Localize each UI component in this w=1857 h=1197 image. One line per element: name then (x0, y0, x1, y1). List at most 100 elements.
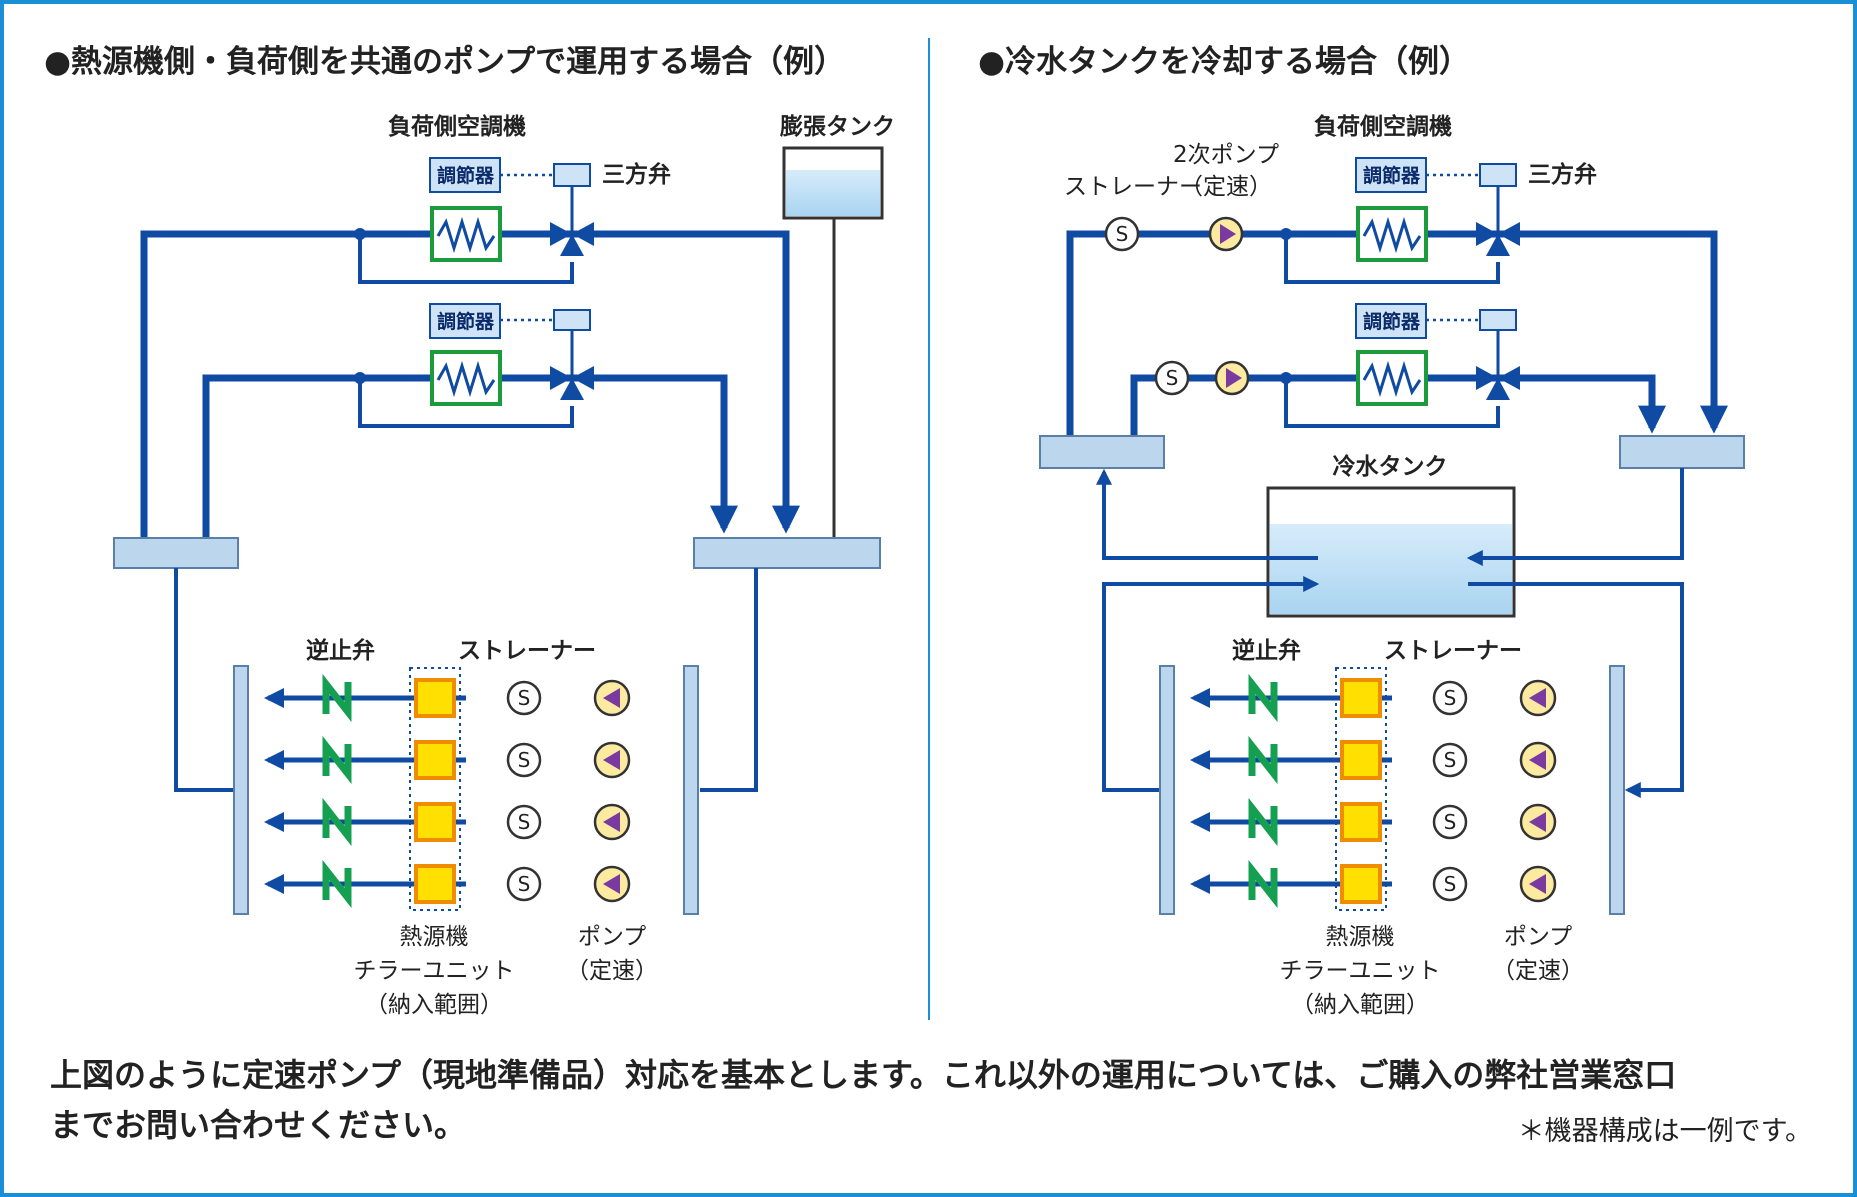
left-coil-lower (430, 350, 502, 406)
chiller-unit (414, 678, 456, 718)
right-coil-lower (1356, 350, 1428, 406)
right-delivery-scope-outline (1335, 667, 1387, 911)
right-three-way-valve-upper (1476, 163, 1520, 256)
svg-text:S: S (518, 810, 531, 834)
pump-icon (1519, 741, 1557, 779)
right-secondary-pump-line1: 2次ポンプ (1173, 142, 1279, 168)
left-manifold-inlet (683, 665, 699, 915)
right-return-pipe-upper (1518, 230, 1728, 434)
right-panel: ●冷水タンクを冷却する場合（例） 負荷側空調機 2次ポンプ （定速） ストレーナ… (978, 44, 1745, 1018)
chiller-unit (1340, 740, 1382, 780)
pump-icon (1519, 803, 1557, 841)
svg-text:S: S (518, 872, 531, 896)
right-junction-upper (1280, 228, 1292, 240)
svg-text:S: S (1444, 872, 1457, 896)
right-secondary-pump-lower (1214, 360, 1250, 396)
pump-icon (593, 865, 631, 903)
right-controller-upper (1355, 157, 1427, 193)
right-header-return (1619, 435, 1745, 469)
left-check-valve-label: 逆止弁 (306, 637, 375, 664)
left-controller-upper-label: 調節器 (437, 164, 495, 187)
right-heat-source-line2: チラーユニット (1280, 958, 1441, 984)
left-heat-source-line1: 熱源機 (400, 924, 469, 950)
left-return-pipe-upper (590, 230, 800, 534)
right-tank-to-supply-header (1096, 468, 1318, 560)
pump-icon (593, 741, 631, 779)
left-pump-line2: （定速） (566, 958, 658, 984)
left-chiller-row-1: S (264, 673, 631, 723)
left-expansion-tank-label: 膨張タンク (779, 114, 895, 140)
right-strainer-label: ストレーナー (1384, 638, 1522, 664)
left-three-way-valve-lower (550, 309, 594, 400)
cold-water-tank (1266, 486, 1516, 618)
chiller-unit (1340, 802, 1382, 842)
left-manifold-to-header (700, 568, 758, 792)
right-heat-source-line3: （納入範囲） (1291, 992, 1429, 1018)
left-controller-lower-label: 調節器 (437, 310, 495, 333)
strainer-icon: S (506, 742, 542, 778)
pump-icon (1519, 679, 1557, 717)
right-manifold-inlet (1609, 665, 1625, 915)
strainer-icon: S (506, 804, 542, 840)
right-heat-source-line1: 熱源機 (1326, 924, 1395, 950)
right-chiller-rows: S S S S (1190, 673, 1557, 909)
check-valve-icon (322, 735, 352, 785)
right-tank-to-chiller-in (1468, 582, 1684, 798)
left-bypass-upper (358, 234, 574, 284)
check-valve-icon (1248, 735, 1278, 785)
chiller-unit (1340, 678, 1382, 718)
left-header-to-manifold (174, 568, 236, 792)
right-chiller-row-4: S (1190, 859, 1557, 909)
right-title: ●冷水タンクを冷却する場合（例） (978, 44, 1470, 80)
strainer-icon: S (1432, 742, 1468, 778)
check-valve-icon (1248, 673, 1278, 723)
right-pump-line2: （定速） (1492, 958, 1584, 984)
check-valve-icon (1248, 797, 1278, 847)
right-chiller-row-3: S (1190, 797, 1557, 847)
right-return-header-to-tank (1466, 468, 1684, 566)
right-bypass-lower (1284, 378, 1500, 428)
pump-icon (593, 803, 631, 841)
strainer-icon: S (1432, 804, 1468, 840)
left-header-supply (113, 537, 239, 569)
left-pump-line1: ポンプ (578, 924, 646, 950)
expansion-tank (782, 146, 884, 540)
left-three-way-valve-upper (550, 163, 594, 256)
strainer-icon: S (1432, 866, 1468, 902)
strainer-icon: S (1432, 680, 1468, 716)
left-load-side-unit-label: 負荷側空調機 (388, 113, 526, 140)
right-controller-upper-label: 調節器 (1363, 164, 1421, 187)
left-heat-source-line2: チラーユニット (354, 958, 515, 984)
chiller-unit (414, 802, 456, 842)
right-pump-line1: ポンプ (1504, 924, 1572, 950)
svg-text:S: S (1166, 366, 1179, 390)
strainer-icon: S (506, 866, 542, 902)
pump-icon (1519, 865, 1557, 903)
right-three-way-valve-label: 三方弁 (1528, 161, 1597, 188)
right-supply-pipe-lower (1130, 374, 1506, 438)
right-secondary-pump-line2: （定速） (1180, 174, 1272, 200)
footer-text-line2: までお問い合わせください。 (50, 1106, 466, 1144)
left-delivery-scope-outline (409, 667, 461, 911)
right-secondary-strainer-upper: S (1104, 216, 1140, 252)
left-manifold-outlet (233, 665, 249, 915)
check-valve-icon (322, 859, 352, 909)
svg-text:S: S (1444, 748, 1457, 772)
left-chiller-row-4: S (264, 859, 631, 909)
svg-text:S: S (518, 686, 531, 710)
right-chiller-row-2: S (1190, 735, 1557, 785)
right-coil-upper (1356, 206, 1428, 262)
footer-note: ＊機器構成は一例です。 (1518, 1116, 1812, 1147)
left-panel: ●熱源機側・負荷側を共通のポンプで運用する場合（例） 負荷側空調機 膨張タンク (44, 44, 895, 1018)
chiller-unit (1340, 864, 1382, 904)
left-chiller-rows: S S S S (264, 673, 631, 909)
left-three-way-valve-label: 三方弁 (602, 161, 671, 188)
left-chiller-row-3: S (264, 797, 631, 847)
chiller-unit (414, 740, 456, 780)
svg-text:S: S (1444, 686, 1457, 710)
right-secondary-strainer-lower: S (1154, 360, 1190, 396)
right-load-side-unit-label: 負荷側空調機 (1314, 113, 1452, 140)
right-manifold-outlet (1159, 665, 1175, 915)
right-chiller-row-1: S (1190, 673, 1557, 723)
